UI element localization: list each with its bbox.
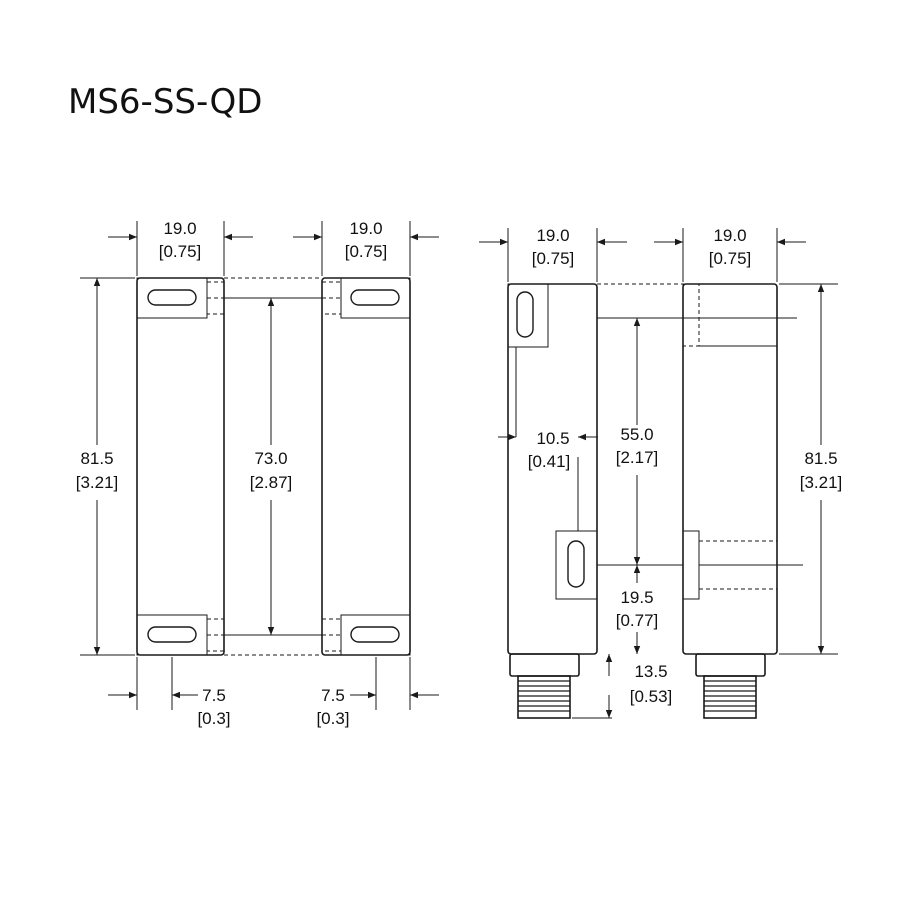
dim-height-right-in: [3.21] (800, 473, 843, 492)
dim-slot-offset-in: [0.41] (528, 452, 571, 471)
dim-width-left-mm: 19.0 (163, 219, 196, 238)
dim-hole-offset-left-in: [0.3] (197, 709, 230, 728)
dim-hole-spacing-mm: 73.0 (254, 449, 287, 468)
dim-height-left-in: [3.21] (76, 473, 119, 492)
dim-hole-offset-left-mm: 7.5 (202, 686, 226, 705)
front-right-body (321, 277, 411, 656)
drawing-title: MS6-SS-QD (68, 82, 262, 122)
mounting-slot (350, 626, 400, 643)
mounting-slot (516, 291, 534, 338)
dim-height-left-mm: 81.5 (80, 449, 113, 468)
dim-side-width-right-mm: 19.0 (713, 226, 746, 245)
side-view: 19.0 [0.75] 19.0 [0.75] 81.5 [3.21] 10.5… (479, 226, 843, 719)
dim-side-width-left-in: [0.75] (532, 249, 575, 268)
connector-left (509, 653, 580, 719)
dim-hole-offset-right-in: [0.3] (316, 709, 349, 728)
dim-width-right-mm: 19.0 (349, 219, 382, 238)
dim-slot-spacing-in: [2.17] (616, 448, 659, 467)
dim-connector-length-in: [0.53] (630, 687, 673, 706)
dim-width-right-in: [0.75] (345, 242, 388, 261)
mounting-slot (567, 540, 585, 588)
dim-height-right-mm: 81.5 (804, 449, 837, 468)
dim-slot-bottom-in: [0.77] (616, 611, 659, 630)
dim-slot-bottom-mm: 19.5 (620, 588, 653, 607)
slot-block (507, 283, 549, 348)
mounting-slot (147, 289, 197, 306)
dim-hole-offset-right-mm: 7.5 (321, 686, 345, 705)
dim-connector-length-mm: 13.5 (634, 662, 667, 681)
connector-right (695, 653, 766, 719)
dim-side-width-right-in: [0.75] (709, 249, 752, 268)
dim-slot-offset-mm: 10.5 (536, 429, 569, 448)
front-left-body (136, 277, 225, 656)
mounting-slot (350, 289, 400, 306)
dim-slot-spacing-mm: 55.0 (620, 425, 653, 444)
mounting-slot (147, 626, 197, 643)
dim-width-left-in: [0.75] (159, 242, 202, 261)
dim-hole-spacing-in: [2.87] (250, 473, 293, 492)
front-view: 19.0 [0.75] 19.0 [0.75] 81.5 [3.21] 73.0… (76, 219, 439, 728)
dim-side-width-left-mm: 19.0 (536, 226, 569, 245)
